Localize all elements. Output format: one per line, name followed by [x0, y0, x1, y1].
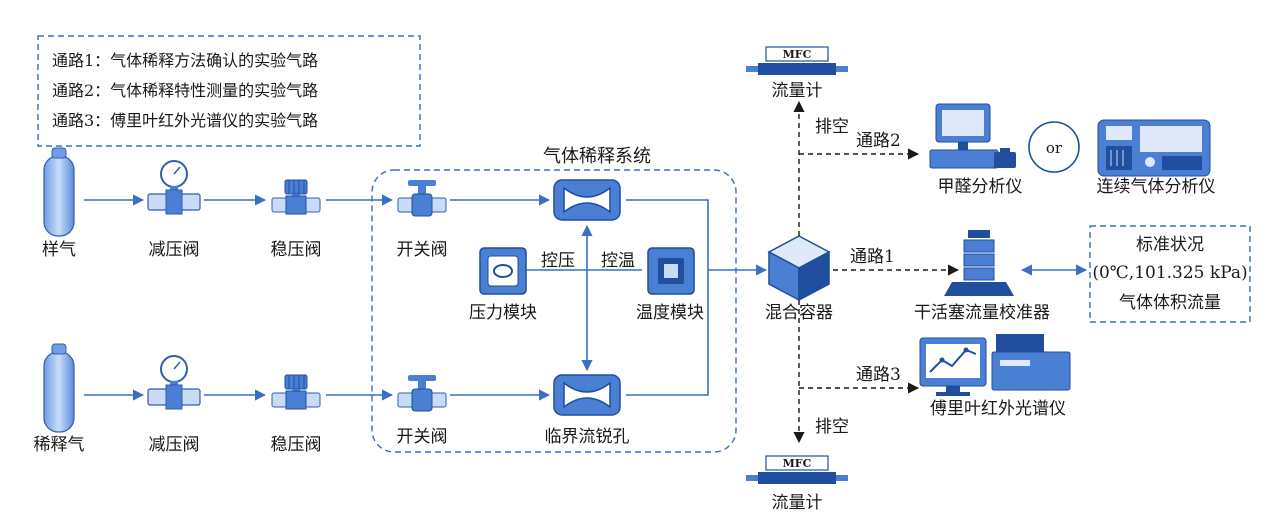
- legend-path1: 通路1：气体稀释方法确认的实验气路: [52, 51, 318, 70]
- vent-label-top: 排空: [815, 117, 849, 137]
- dilution-system-title: 气体稀释系统: [543, 146, 651, 167]
- sample-gas-label: 样气: [42, 240, 76, 260]
- switch-valve-label-1: 开关阀: [397, 240, 448, 260]
- sample-gas-cylinder-icon: [43, 147, 75, 237]
- temperature-control-label: 控温: [601, 251, 635, 271]
- switch-valve-icon: [397, 375, 447, 412]
- pressure-reducer-label-1: 减压阀: [149, 240, 200, 260]
- standard-conditions-title: 标准状况: [1136, 235, 1204, 255]
- flowmeter-label-top: 流量计: [772, 81, 823, 101]
- route2-label: 通路2: [856, 131, 901, 151]
- legend-path3: 通路3：傅里叶红外光谱仪的实验气路: [52, 111, 318, 130]
- continuous-gas-analyzer-icon: [1097, 119, 1211, 177]
- or-circle: [1028, 121, 1080, 173]
- mfc-flowmeter-icon: MFC: [746, 46, 848, 75]
- orifice-icon: [553, 179, 621, 221]
- continuous-analyzer-label: 连续气体分析仪: [1097, 177, 1216, 197]
- regulator-icon: [271, 179, 321, 215]
- switch-valve-label-2: 开关阀: [397, 427, 448, 447]
- formaldehyde-analyzer-label: 甲醛分析仪: [938, 177, 1023, 197]
- legend-path2: 通路2：气体稀释特性测量的实验气路: [52, 81, 318, 100]
- critical-orifice-label: 临界流锐孔: [545, 427, 630, 447]
- pressure-reducer-label-2: 减压阀: [149, 435, 200, 455]
- standard-conditions-box: 标准状况 (0℃,101.325 kPa) 气体体积流量: [1089, 225, 1251, 323]
- dashed-routes: [793, 100, 960, 444]
- route1-label: 通路1: [850, 247, 895, 267]
- legend-box: 通路1：气体稀释方法确认的实验气路 通路2：气体稀释特性测量的实验气路 通路3：…: [37, 35, 421, 147]
- pressure-module-icon: [479, 247, 527, 295]
- mfc-label-bottom: MFC: [783, 457, 812, 470]
- dilution-gas-cylinder-icon: [43, 343, 75, 433]
- dilution-gas-label: 稀释气: [34, 435, 85, 455]
- piston-calibrator-icon: [944, 230, 1014, 296]
- regulator-label-1: 稳压阀: [271, 240, 322, 260]
- dilution-system-box: [371, 169, 737, 453]
- pressure-control-label: 控压: [541, 251, 575, 271]
- standard-conditions-quantity: 气体体积流量: [1119, 293, 1221, 313]
- mfc-flowmeter-icon: MFC: [746, 455, 848, 484]
- temperature-module-label: 温度模块: [636, 303, 704, 323]
- critical-orifice-icon: [553, 374, 621, 416]
- standard-conditions-values: (0℃,101.325 kPa): [1092, 263, 1247, 283]
- vent-label-bottom: 排空: [815, 417, 849, 437]
- ftir-spectrometer-icon: [919, 334, 1071, 396]
- temperature-module-icon: [647, 247, 695, 295]
- flowmeter-label-bottom: 流量计: [772, 493, 823, 513]
- regulator-icon: [271, 374, 321, 410]
- pressure-reducer-icon: [147, 160, 201, 215]
- formaldehyde-analyzer-icon: [929, 103, 1016, 169]
- mixing-vessel-icon: [767, 235, 831, 302]
- switch-valve-icon: [397, 180, 447, 217]
- upper-gas-line: [84, 194, 709, 270]
- pressure-module-label: 压力模块: [469, 303, 537, 323]
- lower-gas-line: [84, 264, 768, 401]
- pressure-reducer-icon: [147, 355, 201, 410]
- ftir-label: 傅里叶红外光谱仪: [930, 399, 1066, 419]
- route3-label: 通路3: [856, 365, 901, 385]
- regulator-label-2: 稳压阀: [271, 435, 322, 455]
- piston-calibrator-label: 干活塞流量校准器: [914, 303, 1050, 323]
- mfc-label-top: MFC: [783, 48, 812, 61]
- or-label: or: [1046, 139, 1063, 157]
